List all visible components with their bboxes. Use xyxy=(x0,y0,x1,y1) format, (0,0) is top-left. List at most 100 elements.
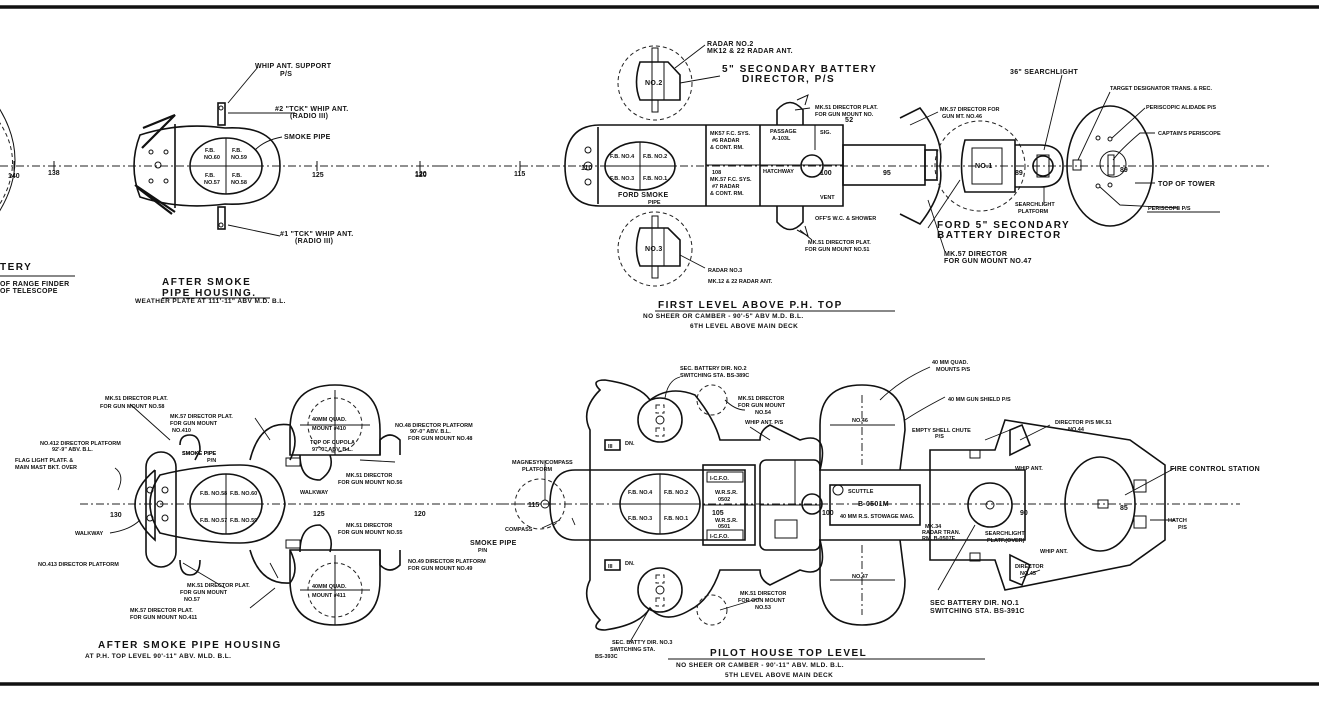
drawing-line xyxy=(655,597,665,607)
drawing-line xyxy=(129,403,171,441)
after-smoke-upper-title2: PIPE HOUSING. xyxy=(162,288,257,299)
drawing-label: III xyxy=(608,444,613,450)
drawing-label: F.B. xyxy=(205,148,215,154)
drawing-line xyxy=(1107,136,1113,142)
drawing-label: F.B. NO.3 xyxy=(628,516,652,522)
after-smoke-pipe-lower-view: 130 125 120 F.B. NO.58 F.B. NO.60 F.B. N… xyxy=(15,384,555,660)
drawing-line xyxy=(227,224,281,237)
drawing-label: 40 MM R.S. STOWAGE MAG. xyxy=(840,514,915,520)
drawing-label: P/N xyxy=(207,458,216,464)
drawing-label: & CONT. RM. xyxy=(710,145,744,151)
drawing-line xyxy=(829,484,921,526)
magnesyn-compass-platform xyxy=(514,478,566,530)
drawing-line xyxy=(1072,159,1082,171)
frame-120: 120 xyxy=(415,172,427,179)
drawing-line xyxy=(969,449,981,459)
drawing-label: I-C.F.O. xyxy=(710,534,729,540)
drawing-label: 115 xyxy=(514,171,525,178)
top-of-tower-label: TOP OF TOWER xyxy=(1158,181,1215,188)
drawing-label: NO.46 xyxy=(852,418,868,424)
first-level-subtitle: NO SHEER OR CAMBER - 90'-5" ABV M.D. B.L… xyxy=(643,313,804,320)
drawing-label: NO.49 DIRECTOR PLATFORM xyxy=(408,559,486,565)
drawing-label: 52 xyxy=(845,117,853,124)
ladder-bottom xyxy=(604,559,621,571)
partial-line3: OF TELESCOPE xyxy=(0,288,58,295)
drawing-label: 120 xyxy=(415,171,427,178)
drawing-line xyxy=(1036,154,1050,178)
first-level-deckhouse xyxy=(564,124,844,207)
drawing-label: 105 xyxy=(712,510,724,517)
drawing-label: 115 xyxy=(528,502,539,509)
drawing-line xyxy=(651,99,659,113)
drawing-label: NO.57 xyxy=(204,180,220,186)
drawing-label: FOR GUN MOUNT xyxy=(738,598,786,604)
drawing-label: 95 xyxy=(883,170,891,177)
drawing-line xyxy=(114,467,122,491)
mk51-plat-51 xyxy=(776,206,804,231)
drawing-line xyxy=(254,417,271,441)
gun-shield-46 xyxy=(819,384,906,471)
drawing-label: NO.57 xyxy=(184,597,200,603)
drawing-label: RADAR TRAN. xyxy=(922,530,961,536)
drawing-line xyxy=(254,136,283,151)
first-level-title: FIRST LEVEL ABOVE P.H. TOP xyxy=(658,300,843,311)
drawing-line xyxy=(161,514,169,522)
drawing-label: F.B. NO.60 xyxy=(230,491,257,497)
after-smoke-lower-title: AFTER SMOKE PIPE HOUSING xyxy=(98,640,282,651)
target-designator-label: TARGET DESIGNATOR TRANS. & REC. xyxy=(1110,86,1213,92)
drawing-label: F.B. NO.59 xyxy=(230,518,257,524)
drawing-label: & CONT. RM. xyxy=(710,191,744,197)
drawing-line xyxy=(163,149,169,155)
drawing-label: NO.47 xyxy=(852,574,868,580)
drawing-label: 89 xyxy=(1120,167,1128,174)
drawing-line xyxy=(617,211,693,287)
drawing-label: TOP OF CUPOLA xyxy=(310,440,355,446)
drawing-line xyxy=(218,105,224,111)
drawing-line xyxy=(179,559,201,576)
drawing-line xyxy=(0,122,13,205)
sec-battery-director-3 xyxy=(637,567,683,613)
drawing-label: SMOKE PIPE xyxy=(182,451,217,457)
drawing-line xyxy=(163,178,169,184)
drawing-line xyxy=(655,585,665,595)
no412-platform xyxy=(145,451,177,568)
drawing-label: NO.60 xyxy=(204,155,220,161)
drawing-line xyxy=(379,434,401,455)
drawing-line xyxy=(985,500,995,510)
drawing-label: SEARCHLIGHT xyxy=(985,531,1025,537)
fire-control-station-outline xyxy=(929,419,1166,591)
drawing-line xyxy=(1107,182,1113,188)
drawing-label: #6 RADAR xyxy=(712,138,740,144)
drawing-label: A-103L xyxy=(772,136,791,142)
drawing-label: F.B. xyxy=(232,173,242,179)
drawing-label: PIPE xyxy=(648,200,661,206)
drawing-line xyxy=(148,178,154,184)
drawing-label: BS-393C xyxy=(595,654,618,660)
quad-mount-410 xyxy=(289,384,381,456)
drawing-label: F.B. NO.1 xyxy=(664,516,688,522)
fwd-secondary-director: NO.1 89 xyxy=(934,120,1026,212)
fire-control-ellipse xyxy=(1064,456,1136,552)
gun-shield-47 xyxy=(819,539,906,626)
first-level-view: 120 115 F.B. NO.4 F.B. NO.2 F.B. NO.3 F.… xyxy=(415,41,1270,330)
drawing-label: MAGNESYN COMPASS xyxy=(512,460,573,466)
drawing-label: PASSAGE xyxy=(770,129,797,135)
drawing-label: 100 xyxy=(820,170,832,177)
drawing-label: NO.54 xyxy=(755,410,772,416)
drawing-line xyxy=(1097,499,1109,509)
drawing-label: NO.59 xyxy=(231,155,247,161)
drawing-line xyxy=(749,426,771,441)
drawing-label: NO.45 xyxy=(1020,571,1036,577)
drawing-label: WHIP ANT. P/S xyxy=(745,420,784,426)
searchlight-platform-lower xyxy=(967,482,1013,528)
drawing-line xyxy=(1099,150,1127,178)
whip1-radio: (RADIO III) xyxy=(295,238,333,245)
drawing-label: FOR GUN MOUNT xyxy=(738,403,786,409)
drawing-line xyxy=(1009,553,1032,587)
radar-director-3: NO.3 xyxy=(617,211,693,287)
drawing-label: 0502 xyxy=(718,497,730,503)
pilot-house-level: 5TH LEVEL ABOVE MAIN DECK xyxy=(725,672,833,679)
drawing-line xyxy=(617,45,693,121)
drawing-label: NO.53 xyxy=(755,605,771,611)
